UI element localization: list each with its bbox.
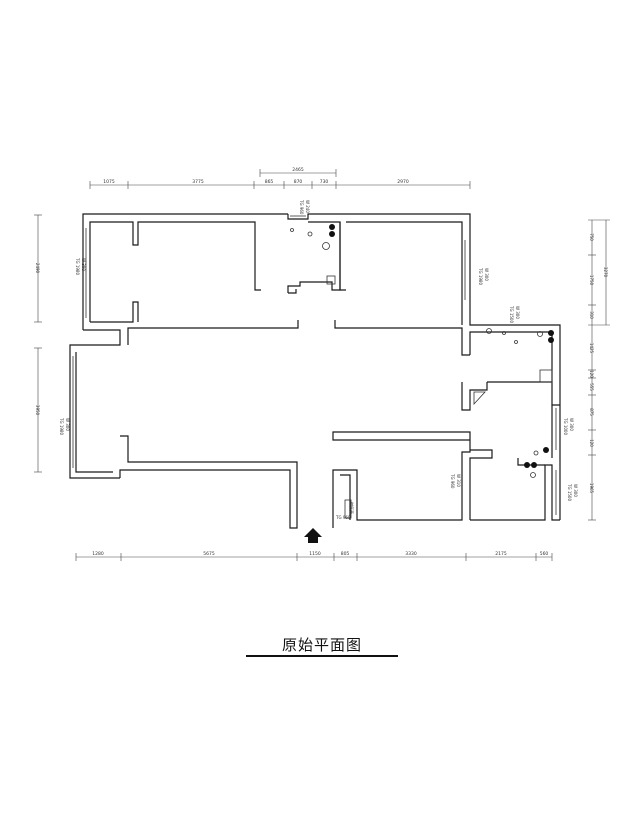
- dim-bottom-5: 3330: [405, 551, 417, 557]
- window-label-w2-a: W 300: [484, 268, 489, 281]
- pipe-fixtures: [290, 224, 554, 478]
- top-dimension-chain: 1075 3775 865 870 730 2970: [89, 179, 471, 189]
- dim-right-2: 1750: [589, 275, 594, 286]
- window-label-w4-a: W 240: [305, 200, 310, 213]
- drain-icon: [486, 328, 492, 334]
- pipe-icon: [548, 330, 554, 336]
- drain-icon: [307, 231, 313, 237]
- dim-right-7: 875: [589, 408, 594, 416]
- window-label-w9-b: TG 1500: [567, 483, 572, 501]
- window-label-w4-b: TG 960: [299, 199, 304, 215]
- window-label-w7-b: TG 1000: [563, 417, 568, 435]
- pipe-icon: [329, 224, 335, 230]
- window-label-w2-b: TG 1980: [478, 267, 483, 285]
- dim-bottom-1: 1280: [92, 551, 104, 557]
- dim-top-6: 2970: [397, 179, 409, 185]
- title-underline: [246, 655, 398, 657]
- window-label-w1-a: W 300: [81, 258, 86, 271]
- dim-right-4: 1425: [589, 343, 594, 354]
- gas-meter-sub: TG 960: [335, 515, 351, 520]
- plan-title: 原始平面图: [281, 636, 362, 654]
- bottom-dimension-chain: 1280 5675 1150 805 3330 2175 560: [75, 551, 553, 561]
- pipe-icon: [543, 447, 549, 453]
- dim-right-3: 310: [589, 311, 594, 319]
- window-label-w9-a: W 300: [573, 484, 578, 497]
- window-label-w8-a: W 310: [456, 474, 461, 487]
- left-dimension-chain: 2490 3950: [34, 214, 42, 473]
- dim-bottom-7: 560: [540, 551, 549, 557]
- dim-bottom-4: 805: [341, 551, 350, 557]
- dim-top-4: 870: [294, 179, 303, 185]
- window-label-w5-a: W 300: [515, 306, 520, 319]
- interior-walls: [287, 222, 560, 528]
- gas-meter: 燃气表 TG 960: [335, 499, 355, 520]
- dim-top-5: 730: [320, 179, 329, 185]
- exterior-walls: [69, 213, 561, 529]
- drain-icon: [537, 331, 543, 337]
- dim-top-3: 865: [265, 179, 274, 185]
- dim-bottom-6: 2175: [495, 551, 507, 557]
- dim-bottom-3: 1150: [309, 551, 321, 557]
- top-dimension-upper: 2465: [259, 167, 337, 177]
- window-label-w3-b: TG 1980: [59, 417, 64, 435]
- window-label-w8-b: TG 960: [450, 473, 455, 489]
- window-label-w5-b: TG 1500: [509, 305, 514, 323]
- window-label-w1-b: TG 1980: [75, 257, 80, 275]
- dim-right-5: 120: [589, 370, 594, 378]
- dim-left-1: 2490: [35, 263, 40, 274]
- dim-right-total: 3270: [603, 267, 608, 278]
- dim-bottom-2: 5675: [203, 551, 215, 557]
- windows: [72, 215, 557, 515]
- window-labels: W 300 TG 1980 W 300 TG 1980 W 300 TG 198…: [59, 199, 578, 501]
- drain-icon: [533, 450, 539, 456]
- window-label-w3-a: W 300: [65, 418, 70, 431]
- drain-icon: [290, 228, 294, 232]
- dim-left-2: 3950: [35, 405, 40, 416]
- dim-right-1: 750: [589, 233, 594, 241]
- dim-right-9: 1965: [589, 483, 594, 494]
- drain-icon: [502, 331, 506, 335]
- drain-icon: [322, 242, 330, 250]
- pipe-icon: [329, 231, 335, 237]
- pipe-icon: [531, 462, 537, 468]
- pipe-icon: [524, 462, 530, 468]
- gas-meter-label: 燃气表: [349, 502, 355, 514]
- pipe-icon: [548, 337, 554, 343]
- drain-icon: [530, 472, 536, 478]
- entrance-arrow-icon: [304, 528, 322, 543]
- dim-top-2: 3775: [192, 179, 204, 185]
- dim-top-1: 1075: [103, 179, 115, 185]
- right-dimension-chain: 750 1750 310 1425 120 555 875 120 1965 3…: [588, 219, 610, 521]
- dim-right-8: 120: [589, 439, 594, 447]
- dim-top-upper: 2465: [292, 167, 304, 173]
- window-label-w7-a: W 300: [569, 418, 574, 431]
- drain-icon: [514, 340, 518, 344]
- dim-right-6: 555: [589, 383, 594, 391]
